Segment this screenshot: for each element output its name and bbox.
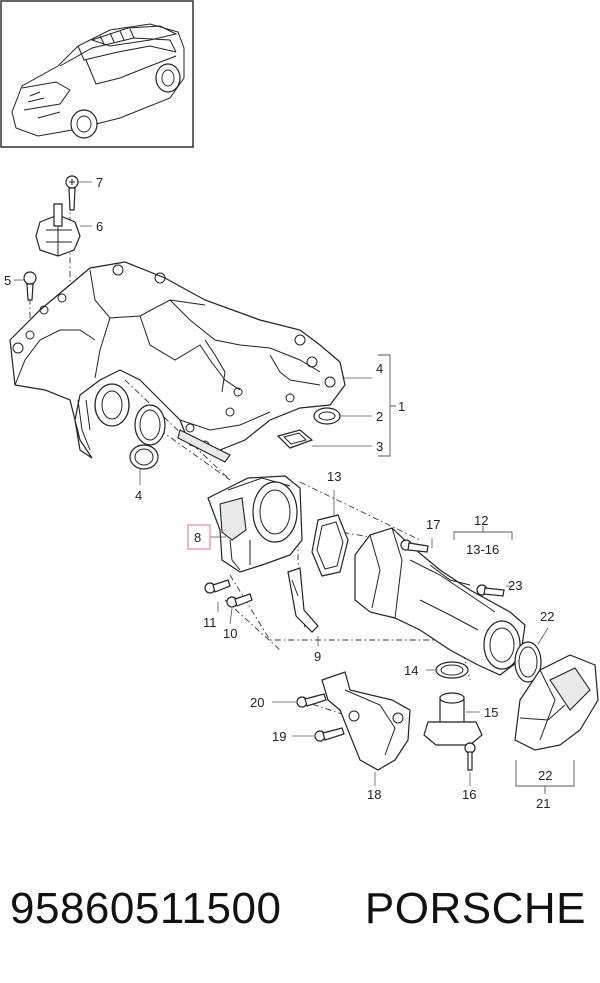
part-number: 95860511500	[10, 884, 282, 933]
leader-lines	[14, 181, 575, 794]
valve-part-15	[423, 692, 483, 746]
callout-4-bottom: 4	[135, 488, 142, 503]
callout-21: 21	[536, 796, 550, 811]
callout-11: 11	[203, 615, 217, 630]
throttle-body-part-8	[207, 475, 303, 573]
screw-part-19	[314, 727, 345, 742]
callout-5: 5	[4, 273, 11, 288]
bracket-part-9	[287, 567, 319, 633]
callout-18: 18	[367, 787, 381, 802]
callout-17: 17	[426, 517, 440, 532]
screw-part-10	[226, 593, 253, 608]
o-ring-part-22	[514, 641, 542, 683]
callout-16: 16	[462, 787, 476, 802]
bracket-part-6	[35, 203, 81, 257]
callout-15: 15	[484, 705, 498, 720]
callout-20: 20	[250, 695, 264, 710]
screw-part-23	[476, 584, 505, 597]
pipe-fitting-part-21	[514, 654, 599, 751]
callout-3: 3	[376, 439, 383, 454]
screw-part-7	[65, 175, 79, 211]
parts-diagram: 7 6 5 4 2 3 1 4 8 13 17 12 13-16 23 22 1…	[0, 0, 599, 811]
gasket-part-4	[129, 404, 166, 470]
intake-pipe-part-12	[354, 527, 526, 676]
callout-12: 12	[474, 513, 488, 528]
intake-manifold	[9, 261, 346, 463]
callout-7: 7	[96, 175, 103, 190]
bracket-part-18	[321, 671, 411, 771]
callout-labels: 7 6 5 4 2 3 1 4 8 13 17 12 13-16 23 22 1…	[4, 175, 554, 811]
callout-1: 1	[398, 399, 405, 414]
callout-19: 19	[272, 729, 286, 744]
vehicle-thumbnail	[0, 0, 194, 148]
screw-part-17	[400, 539, 429, 553]
callout-6: 6	[96, 219, 103, 234]
callout-2: 2	[376, 409, 383, 424]
seal-part-13	[311, 514, 349, 577]
gasket-part-3	[276, 429, 314, 449]
callout-14: 14	[404, 663, 418, 678]
highlight-box-part-8	[187, 524, 211, 550]
callout-13-16: 13-16	[466, 542, 499, 557]
callout-10: 10	[223, 626, 237, 641]
gasket-part-2	[313, 407, 341, 425]
screw-part-5	[23, 271, 37, 301]
callout-9: 9	[314, 649, 321, 664]
ring-part-14	[435, 661, 469, 679]
callout-4-top: 4	[376, 361, 383, 376]
screw-part-16	[464, 742, 476, 771]
brand-name: PORSCHE	[364, 884, 586, 933]
callout-23: 23	[508, 578, 522, 593]
callout-13: 13	[327, 469, 341, 484]
callout-22-bottom: 22	[538, 768, 552, 783]
callout-22-top: 22	[540, 609, 554, 624]
screw-part-11	[204, 579, 231, 594]
callout-8: 8	[194, 530, 201, 545]
screw-part-20	[296, 693, 327, 708]
